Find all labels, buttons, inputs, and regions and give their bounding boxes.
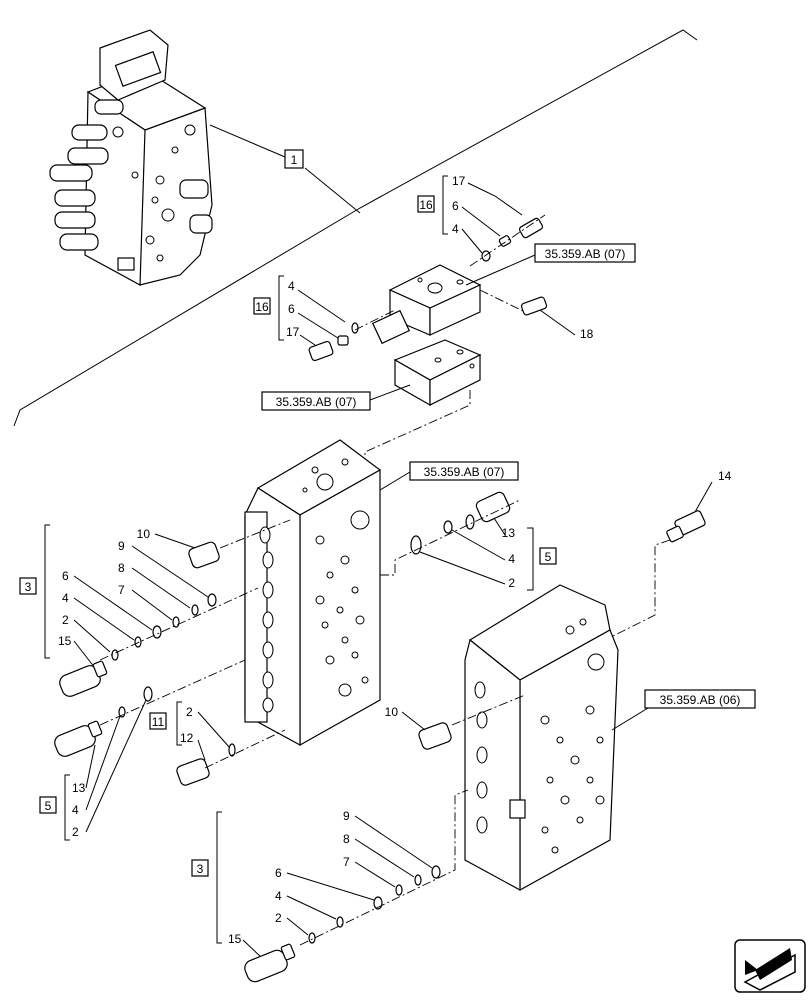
fitting-15-top: [59, 660, 108, 697]
svg-text:13: 13: [502, 526, 516, 540]
callout-1: 1: [291, 153, 298, 167]
svg-text:17: 17: [452, 174, 466, 188]
svg-text:12: 12: [180, 731, 194, 745]
fitting-14: 14: [666, 469, 732, 543]
svg-text:5: 5: [545, 550, 552, 564]
ref-07c: 35.359.AB (07): [424, 465, 505, 479]
ref-07b: 35.359.AB (07): [276, 395, 357, 409]
svg-text:4: 4: [62, 591, 69, 605]
svg-text:3: 3: [25, 580, 32, 594]
bracket-5a: 5 13 4 2: [419, 517, 557, 591]
svg-text:2: 2: [508, 576, 515, 590]
valve-section-main: [244, 439, 382, 747]
svg-text:2: 2: [186, 705, 193, 719]
leader-1: [209, 124, 286, 158]
arrow-nav-icon[interactable]: [734, 939, 806, 993]
spacer-block-lower: [393, 339, 482, 407]
svg-text:14: 14: [718, 469, 732, 483]
svg-text:13: 13: [72, 781, 86, 795]
fitting-15-bottom: [244, 943, 296, 983]
svg-text:4: 4: [452, 222, 459, 236]
svg-text:2: 2: [72, 825, 79, 839]
svg-text:10: 10: [137, 527, 151, 541]
svg-text:9: 9: [343, 809, 350, 823]
bracket-3a: 3 9 8 7 6 4 2 15: [19, 524, 209, 669]
plug-10-bottom: 10: [385, 705, 452, 750]
svg-text:6: 6: [275, 866, 282, 880]
plug-17-top: [481, 217, 544, 262]
fitting-18: 18: [520, 296, 594, 341]
fitting-13-top: [410, 491, 511, 555]
seal-stack-b: [308, 865, 441, 944]
svg-text:6: 6: [452, 199, 459, 213]
spacer-block-upper: [371, 264, 482, 345]
plug-10-top: 10: [137, 527, 220, 569]
svg-text:15: 15: [228, 932, 242, 946]
svg-text:11: 11: [152, 715, 165, 729]
svg-text:5: 5: [45, 799, 52, 813]
control-valve-assembly: [49, 29, 213, 286]
ref-06: 35.359.AB (06): [660, 693, 741, 707]
seal-stack-a: [111, 593, 217, 661]
svg-text:17: 17: [286, 325, 300, 339]
svg-text:7: 7: [343, 855, 350, 869]
svg-text:4: 4: [288, 279, 295, 293]
svg-text:16: 16: [419, 198, 433, 212]
fitting-13-left: [54, 686, 153, 757]
svg-text:6: 6: [62, 569, 69, 583]
svg-text:8: 8: [118, 561, 125, 575]
svg-text:8: 8: [343, 832, 350, 846]
inset-border-line: [13, 29, 698, 427]
svg-text:4: 4: [72, 803, 79, 817]
valve-section-inlet: [464, 584, 619, 892]
svg-text:3: 3: [197, 862, 204, 876]
svg-text:16: 16: [255, 300, 269, 314]
plug-12: [176, 743, 236, 786]
bracket-3b: 3 9 8 7 6 4 2 15: [191, 809, 433, 959]
bracket-5b: 5 13 4 2: [39, 699, 147, 841]
bracket-16a: 16 17 6 4: [417, 174, 523, 254]
ref-07a: 35.359.AB (07): [545, 247, 626, 261]
bracket-11: 11 2 12: [149, 701, 231, 761]
bracket-16b: 16 4 6 17: [253, 275, 346, 346]
svg-text:6: 6: [288, 302, 295, 316]
plug-17-mid: [308, 322, 359, 362]
svg-text:4: 4: [275, 889, 282, 903]
svg-text:18: 18: [580, 327, 594, 341]
svg-text:2: 2: [275, 911, 282, 925]
svg-text:10: 10: [385, 705, 399, 719]
svg-text:9: 9: [118, 539, 125, 553]
svg-text:7: 7: [118, 583, 125, 597]
svg-text:15: 15: [58, 634, 72, 648]
svg-text:4: 4: [508, 552, 515, 566]
svg-text:2: 2: [62, 613, 69, 627]
